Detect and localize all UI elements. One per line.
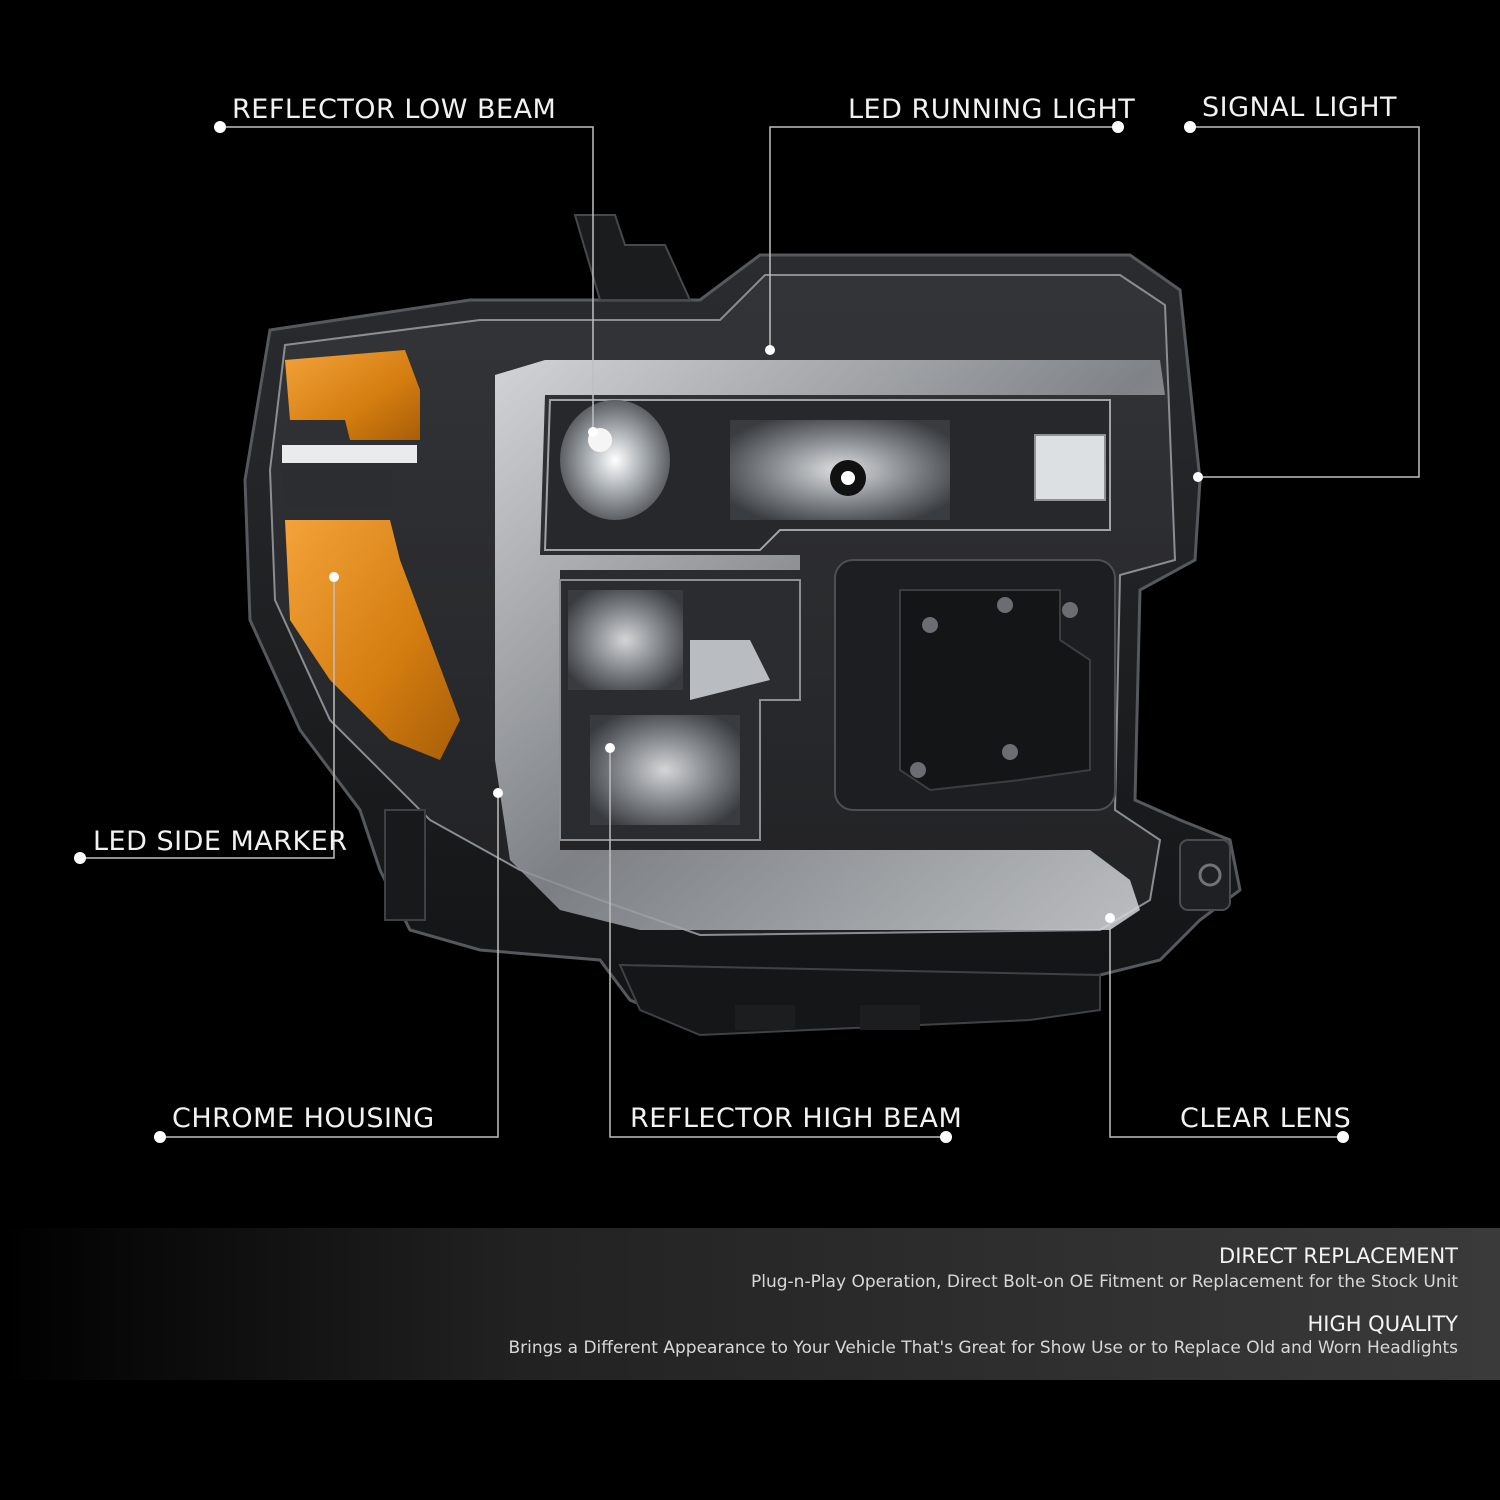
mount-bracket bbox=[573, 214, 692, 301]
chrome-frame bbox=[495, 360, 1165, 930]
leader-dots bbox=[74, 121, 1349, 1143]
feature-desc-direct-replacement: Plug-n-Play Operation, Direct Bolt-on OE… bbox=[751, 1272, 1458, 1292]
feature-title-direct-replacement: DIRECT REPLACEMENT bbox=[1219, 1244, 1458, 1268]
label-chrome-housing: CHROME HOUSING bbox=[172, 1103, 435, 1134]
label-reflector-high-beam: REFLECTOR HIGH BEAM bbox=[630, 1103, 963, 1134]
leader-lines bbox=[80, 126, 1420, 1138]
label-led-side-marker: LED SIDE MARKER bbox=[93, 826, 348, 857]
feature-desc-high-quality: Brings a Different Appearance to Your Ve… bbox=[508, 1338, 1458, 1358]
amber-lower bbox=[285, 520, 460, 760]
feature-title-high-quality: HIGH QUALITY bbox=[1307, 1312, 1458, 1336]
amber-upper bbox=[285, 350, 420, 440]
label-reflector-low-beam: REFLECTOR LOW BEAM bbox=[232, 94, 557, 125]
label-clear-lens: CLEAR LENS bbox=[1180, 1103, 1352, 1134]
feature-banner: DIRECT REPLACEMENT Plug-n-Play Operation… bbox=[0, 1228, 1500, 1380]
label-signal-light: SIGNAL LIGHT bbox=[1202, 92, 1398, 123]
label-led-running-light: LED RUNNING LIGHT bbox=[848, 94, 1136, 125]
